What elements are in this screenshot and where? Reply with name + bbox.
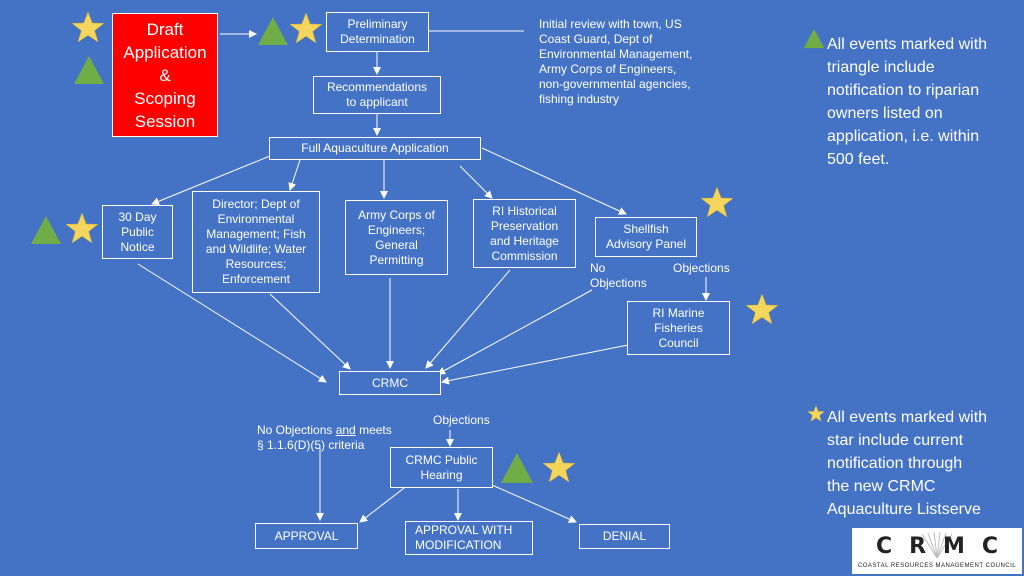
draft-application-box: Draft Application & Scoping Session <box>112 13 218 137</box>
arrow-notice-to-crmc <box>137 263 327 383</box>
logo-subtitle: COASTAL RESOURCES MANAGEMENT COUNCIL <box>857 563 1017 569</box>
objections-shellfish-label: Objections <box>673 261 730 275</box>
logo-rays <box>921 531 953 559</box>
arrow-full-to-director <box>288 159 301 191</box>
shellfish-advisory-box: Shellfish Advisory Panel <box>595 217 697 257</box>
crmc-box: CRMC <box>339 371 441 395</box>
and-underlined-text: and <box>335 423 356 437</box>
arrow-full-to-notice <box>151 155 271 206</box>
triangle-icon <box>258 17 288 45</box>
arrow-historical-to-crmc <box>425 269 511 369</box>
arrow-shellfish-noobj-to-crmc <box>437 289 593 375</box>
arrow-full-to-shellfish <box>481 147 627 215</box>
arrow-hearing-to-denial <box>491 484 577 523</box>
arrow-director-to-crmc <box>269 293 351 370</box>
star-icon <box>542 451 576 483</box>
triangle-icon <box>31 216 61 244</box>
triangle-icon <box>501 453 533 483</box>
triangle-icon <box>803 28 825 49</box>
star-icon <box>71 11 105 43</box>
denial-box: DENIAL <box>579 524 670 549</box>
director-dem-box: Director; Dept of Environmental Manageme… <box>192 191 320 293</box>
no-objections-text: No Objections <box>257 423 336 437</box>
arrow-hearing-to-approval <box>359 484 409 523</box>
preliminary-determination-box: Preliminary Determination <box>326 12 429 52</box>
approval-with-modification-box: APPROVAL WITH MODIFICATION <box>405 521 533 555</box>
triangle-icon <box>74 56 104 84</box>
logo-wordmark: CRMC <box>875 534 1016 559</box>
army-corps-box: Army Corps of Engineers; General Permitt… <box>345 200 448 275</box>
star-icon <box>700 186 734 218</box>
public-notice-box: 30 Day Public Notice <box>102 205 173 259</box>
crmc-public-hearing-box: CRMC Public Hearing <box>390 447 493 488</box>
star-icon <box>807 405 825 422</box>
crmc-logo: CRMC COASTAL RESOURCES MANAGEMENT COUNCI… <box>852 528 1022 574</box>
objections-crmc-label: Objections <box>433 413 490 427</box>
ri-marine-fisheries-box: RI Marine Fisheries Council <box>627 301 730 355</box>
arrow-full-to-historical <box>459 165 493 199</box>
recommendations-box: Recommendations to applicant <box>313 76 441 114</box>
meets-text: meets <box>355 423 392 437</box>
initial-review-note: Initial review with town, US Coast Guard… <box>539 17 693 106</box>
ri-historical-box: RI Historical Preservation and Heritage … <box>473 199 576 268</box>
star-icon <box>289 12 323 44</box>
arrow-marine-to-crmc <box>441 344 629 385</box>
no-objections-criteria-label: No Objections and meets§ 1.1.6(D)(5) cri… <box>257 408 427 453</box>
star-icon <box>745 293 779 325</box>
no-objections-shellfish-label: No Objections <box>590 261 647 290</box>
star-legend-text: All events marked with star include curr… <box>827 409 988 518</box>
criteria-text: § 1.1.6(D)(5) criteria <box>257 438 365 452</box>
triangle-legend-text: All events marked with triangle include … <box>827 36 988 168</box>
approval-box: APPROVAL <box>255 523 358 549</box>
star-icon <box>65 212 99 244</box>
full-aquaculture-application-box: Full Aquaculture Application <box>269 137 481 160</box>
